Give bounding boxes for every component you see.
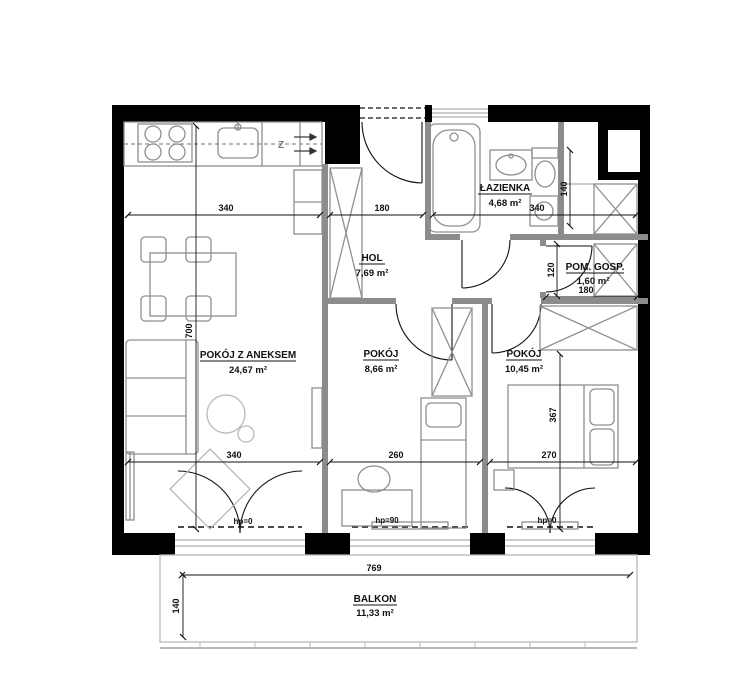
sofa bbox=[125, 339, 199, 455]
dim-bath-height: 140 bbox=[559, 181, 569, 196]
double-bed bbox=[507, 384, 619, 469]
dim-left-height: 700 bbox=[184, 323, 194, 338]
room-area-hol: 7,69 m² bbox=[356, 268, 389, 279]
room-area-pom-gosp: 1,60 m² bbox=[577, 276, 610, 287]
washing-machine-icon bbox=[529, 195, 559, 227]
side-table bbox=[237, 425, 255, 443]
desk bbox=[341, 489, 413, 527]
room-label-pokoj-middle: POKÓJ bbox=[363, 347, 398, 360]
dining-set bbox=[140, 236, 237, 322]
wardrobe-hall bbox=[329, 167, 363, 299]
hp-label-left: hp=0 bbox=[234, 517, 253, 526]
bathroom-window bbox=[432, 108, 488, 118]
kitchen-annex: Z bbox=[123, 121, 323, 235]
room-label-hol: HOL bbox=[361, 253, 382, 264]
room-area-pokoj-z-aneksem: 24,67 m² bbox=[229, 365, 267, 376]
door-right-room bbox=[491, 303, 542, 354]
room-area-pokoj-right: 10,45 m² bbox=[505, 364, 543, 375]
room-area-pokoj-middle: 8,66 m² bbox=[365, 364, 398, 375]
dishwasher-label: Z bbox=[278, 140, 284, 151]
balcony bbox=[159, 554, 638, 649]
door-bathroom bbox=[461, 239, 511, 289]
dim-room1-width: 340 bbox=[226, 450, 241, 460]
chair bbox=[185, 295, 212, 322]
hp-label-right: hp=0 bbox=[538, 516, 557, 525]
dim-pomgosp-width: 180 bbox=[578, 285, 593, 295]
bathtub-icon bbox=[427, 123, 481, 233]
chair bbox=[140, 295, 167, 322]
room-area-lazienka: 4,68 m² bbox=[489, 198, 522, 209]
room-label-pokoj-z-aneksem: POKÓJ Z ANEKSEM bbox=[200, 348, 296, 361]
chair bbox=[185, 236, 212, 263]
wardrobe-pom-gosp bbox=[593, 183, 638, 297]
duct-shaft bbox=[325, 122, 360, 164]
dim-pomgosp-height: 120 bbox=[546, 262, 556, 277]
room-area-balkon: 11,33 m² bbox=[356, 608, 394, 619]
wardrobes bbox=[329, 167, 638, 397]
room-labels: POKÓJ Z ANEKSEM 24,67 m² POKÓJ 8,66 m² P… bbox=[200, 183, 625, 619]
entrance-door bbox=[360, 107, 425, 184]
hp-label-middle: hp=90 bbox=[375, 516, 399, 525]
dimension-lines: 340 180 340 140 120 180 700 367 340 260 … bbox=[124, 122, 641, 641]
room-label-lazienka: ŁAZIENKA bbox=[480, 183, 531, 194]
dim-room3-width: 270 bbox=[541, 450, 556, 460]
window-height-labels: hp=0 hp=90 hp=0 bbox=[234, 516, 557, 526]
chair bbox=[140, 236, 167, 263]
wardrobe-middle-room bbox=[431, 307, 473, 397]
room-label-balkon: BALKON bbox=[354, 594, 397, 605]
tall-cabinet bbox=[293, 169, 323, 235]
middle-room-furniture bbox=[341, 397, 467, 530]
single-bed bbox=[420, 397, 467, 529]
washbasin-icon bbox=[489, 149, 533, 181]
dim-balcony-width: 769 bbox=[366, 563, 381, 573]
sink-icon bbox=[217, 122, 259, 159]
living-room-furniture bbox=[125, 339, 323, 530]
dim-room2-width: 260 bbox=[388, 450, 403, 460]
dim-hall-width: 180 bbox=[374, 203, 389, 213]
dim-bath-width: 340 bbox=[529, 203, 544, 213]
dim-kitchen-width: 340 bbox=[218, 203, 233, 213]
stove-icon bbox=[137, 123, 193, 163]
desk-chair bbox=[357, 465, 391, 493]
nightstand bbox=[493, 469, 515, 491]
radiator bbox=[371, 521, 449, 530]
rug bbox=[169, 448, 251, 530]
dim-balcony-depth: 140 bbox=[171, 598, 181, 613]
tv-cabinet bbox=[311, 387, 323, 449]
wardrobe-right-room bbox=[539, 305, 638, 351]
dim-right-height: 367 bbox=[548, 407, 558, 422]
window-middle bbox=[350, 526, 470, 547]
pouf bbox=[206, 394, 246, 434]
room-label-pom-gosp: POM. GOSP. bbox=[566, 262, 625, 273]
room-label-pokoj-right: POKÓJ bbox=[506, 347, 541, 360]
passage-arrows-icon bbox=[294, 133, 318, 155]
toilet-icon bbox=[531, 147, 559, 188]
radiator bbox=[521, 521, 579, 530]
dishwasher: Z bbox=[261, 122, 301, 166]
bathroom-fixtures bbox=[427, 123, 559, 233]
